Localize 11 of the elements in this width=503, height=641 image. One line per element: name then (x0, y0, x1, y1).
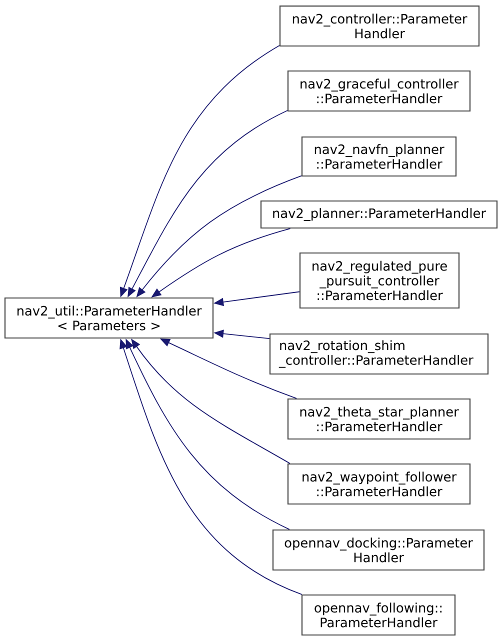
class-box: nav2_util::ParameterHandler < Parameters > (4, 297, 214, 339)
class-box: nav2_waypoint_follower ::ParameterHandler (287, 463, 471, 505)
class-box: nav2_controller::Parameter Handler (279, 5, 480, 47)
class-box: opennav_following:: ParameterHandler (301, 594, 456, 636)
class-box: nav2_theta_star_planner ::ParameterHandler (287, 398, 471, 440)
class-box: nav2_graceful_controller ::ParameterHandler (287, 70, 471, 112)
class-box: nav2_regulated_pure _pursuit_controller ::ParameterHandler (299, 252, 460, 309)
class-box: nav2_navfn_planner ::ParameterHandler (301, 136, 457, 177)
class-box: nav2_planner::ParameterHandler (260, 200, 498, 229)
class-box: opennav_docking::Parameter Handler (272, 529, 485, 571)
class-box: nav2_rotation_shim _controller::ParameterHandler (269, 333, 489, 375)
